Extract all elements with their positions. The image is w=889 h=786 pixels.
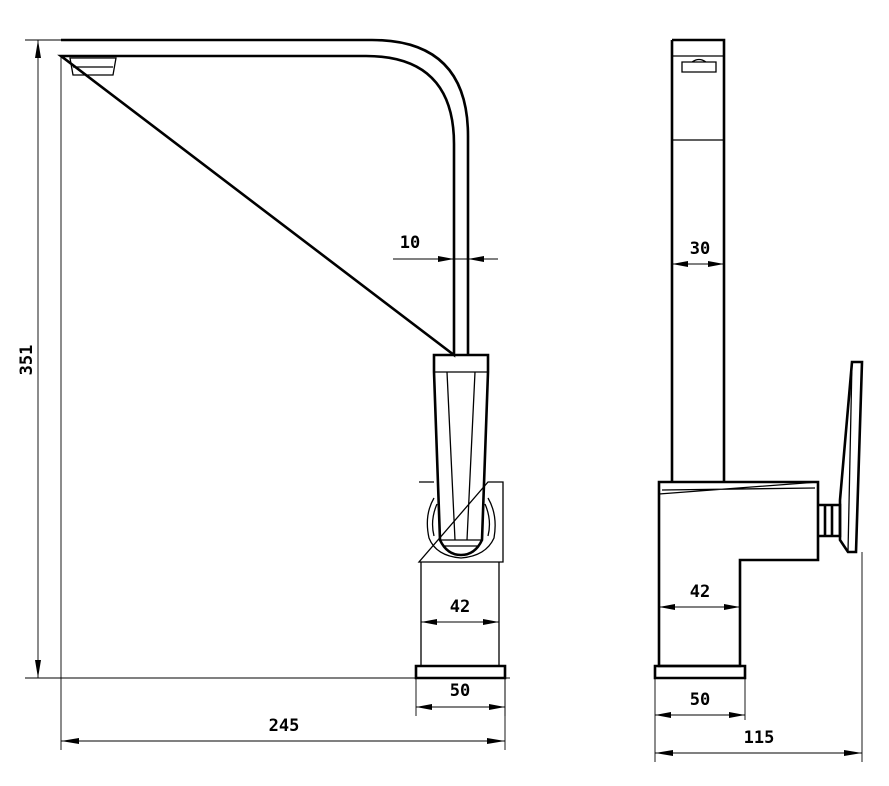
front-body xyxy=(417,481,504,563)
front-view xyxy=(25,38,510,680)
side-aerator xyxy=(681,58,717,73)
front-ring xyxy=(426,497,496,559)
dim-body-depth-side-arrow-left xyxy=(659,604,675,610)
dim-overall-depth-arrow-right xyxy=(844,750,862,756)
dim-overall-length-line xyxy=(60,56,506,750)
side-spout-top xyxy=(670,38,726,482)
front-aerator xyxy=(69,57,117,76)
side-body xyxy=(657,480,820,668)
front-ring-inner xyxy=(431,503,491,537)
dim-base-width-front-arrow-left xyxy=(416,704,432,710)
dim-overall-height-arrow-bottom xyxy=(35,660,41,678)
side-lever-stem xyxy=(818,503,842,538)
front-handle-facets xyxy=(434,371,488,547)
dim-base-width-front-arrow-right xyxy=(489,704,505,710)
dim-base-depth-side-arrow-left xyxy=(655,712,671,718)
front-spout-outline xyxy=(57,38,470,358)
front-handle-outline xyxy=(432,353,490,557)
dim-spout-thickness-label: 10 xyxy=(400,233,420,253)
dim-spout-thickness-arrow-left xyxy=(438,256,454,262)
dim-overall-depth-label: 115 xyxy=(744,728,775,748)
dim-spout-depth-label: 30 xyxy=(690,239,710,259)
dim-spout-depth-arrow-left xyxy=(672,261,688,267)
dim-spout-depth-arrow-right xyxy=(708,261,724,267)
dim-body-depth-side-label: 42 xyxy=(690,582,710,602)
dim-spout-thickness-arrow-right xyxy=(468,256,484,262)
dim-body-width-front-label: 42 xyxy=(450,597,470,617)
dim-overall-height-label: 351 xyxy=(17,345,37,376)
dim-overall-length-arrow-left xyxy=(61,738,79,744)
dim-base-depth-side-arrow-right xyxy=(729,712,745,718)
dim-overall-depth-arrow-left xyxy=(655,750,673,756)
front-neck xyxy=(420,562,500,666)
dim-overall-height-arrow-top xyxy=(35,40,41,58)
side-view xyxy=(653,38,864,680)
dim-base-width-front-label: 50 xyxy=(450,681,470,701)
dim-body-depth-side-arrow-right xyxy=(724,604,740,610)
dim-overall-length-arrow-right xyxy=(487,738,505,744)
dim-body-width-front-arrow-left xyxy=(421,619,437,625)
side-base xyxy=(653,664,747,680)
side-lever-facet xyxy=(847,361,853,553)
dimension-lines: 351 245 10 42 50 30 42 50 xyxy=(17,39,863,762)
dim-body-width-front-arrow-right xyxy=(483,619,499,625)
side-body-bevel xyxy=(658,481,819,495)
dim-overall-depth-line xyxy=(655,552,863,762)
front-base xyxy=(414,664,507,680)
dim-overall-length-label: 245 xyxy=(269,716,300,736)
side-spout-joint xyxy=(672,55,724,141)
dim-overall-height-line xyxy=(25,39,61,678)
dim-base-depth-side-label: 50 xyxy=(690,690,710,710)
